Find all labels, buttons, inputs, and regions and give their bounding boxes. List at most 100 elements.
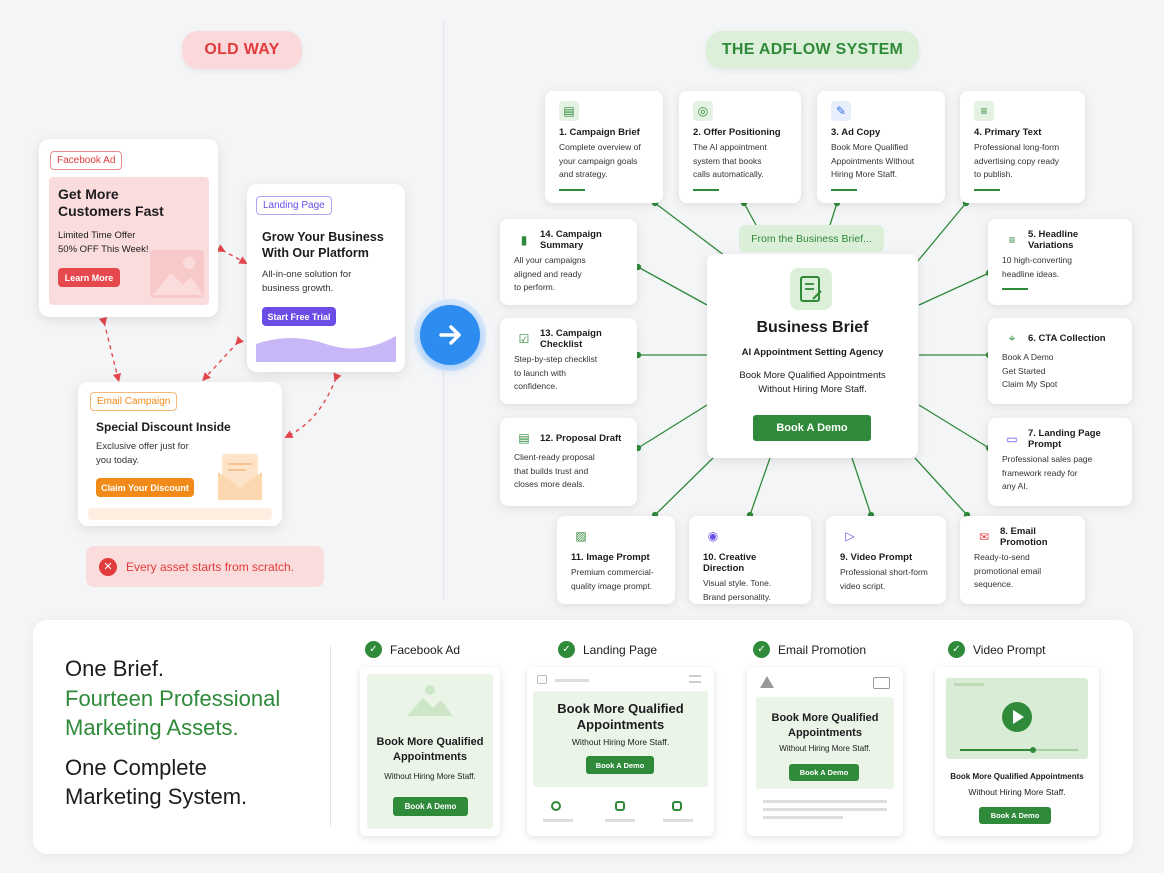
node-campaign-summary[interactable]: ▮14. Campaign Summary All your campaigns… — [500, 219, 637, 305]
node-title: 6. CTA Collection — [1028, 332, 1106, 344]
node-primary-text[interactable]: ≡ 4. Primary Text Professional long-form… — [960, 91, 1085, 203]
warning-banner: ✕ Every asset starts from scratch. — [86, 546, 324, 587]
preview-demo-button[interactable]: Book A Demo — [586, 756, 654, 774]
node-title: 11. Image Prompt — [571, 552, 650, 563]
preview-label-text: Email Promotion — [778, 642, 867, 657]
preview-subtext: Without Hiring More Staff. — [571, 737, 670, 747]
node-line: Book More Qualified — [831, 142, 909, 152]
landing-page-headline-2: With Our Platform — [262, 246, 369, 260]
node-campaign-brief[interactable]: ▤ 1. Campaign Brief Complete overview of… — [545, 91, 663, 203]
preview-demo-button[interactable]: Book A Demo — [789, 764, 859, 781]
preview-facebook-ad[interactable]: Book More Qualified Appointments Without… — [360, 667, 500, 836]
node-line: system that books — [693, 155, 762, 166]
preview-label-landing: ✓ Landing Page — [558, 641, 657, 658]
old-way-pill: OLD WAY — [182, 31, 302, 69]
node-title: 13. Campaign Checklist — [540, 328, 602, 350]
preview-email-promotion[interactable]: Book More Qualified Appointments Without… — [747, 667, 903, 836]
preview-demo-button[interactable]: Book A Demo — [979, 807, 1051, 824]
email-campaign-desc-2: you today. — [96, 455, 140, 466]
tagline-line-1: One Brief. — [65, 656, 165, 681]
book-demo-button[interactable]: Book A Demo — [753, 415, 871, 441]
email-footer-band — [88, 508, 272, 520]
node-line: and strategy. — [559, 169, 608, 179]
node-accent-bar — [1002, 288, 1028, 290]
node-headline-variations[interactable]: ≡5. Headline Variations 10 high-converti… — [988, 219, 1132, 305]
landing-page-wave — [256, 336, 396, 362]
node-image-prompt[interactable]: ▨ 11. Image Prompt Premium commercial-qu… — [557, 516, 675, 604]
image-placeholder-icon — [407, 685, 453, 716]
palette-icon: ◉ — [707, 529, 719, 543]
preview-label-text: Video Prompt — [973, 642, 1046, 657]
node-line: calls automatically. — [693, 169, 764, 179]
check-icon: ✓ — [948, 641, 965, 658]
node-accent-bar — [693, 188, 719, 191]
node-line: confidence. — [514, 381, 558, 391]
node-offer-positioning[interactable]: ◎ 2. Offer Positioning The AI appointmen… — [679, 91, 801, 203]
node-line: that builds trust and — [514, 465, 589, 476]
preview-video-prompt[interactable]: Book More Qualified Appointments Without… — [935, 667, 1099, 836]
bar-chart-icon: ▮ — [520, 233, 528, 247]
check-icon: ✓ — [365, 641, 382, 658]
node-line: Appointments Without — [831, 155, 915, 166]
tagline-line-3: Marketing Assets. — [65, 715, 239, 740]
claim-discount-button[interactable]: Claim Your Discount — [96, 478, 194, 497]
node-line: Professional sales page — [1002, 454, 1093, 464]
node-line: Book A Demo — [1002, 352, 1054, 362]
node-line: Professional short-form — [840, 567, 928, 577]
feature-icon — [551, 801, 561, 811]
node-line: Visual style. Tone. — [703, 578, 772, 588]
preview-label-email: ✓ Email Promotion — [753, 641, 866, 658]
play-icon[interactable] — [1002, 702, 1032, 732]
node-title: 7. Landing Page Prompt — [1028, 428, 1101, 450]
arrow-lp-email-2 — [284, 372, 342, 438]
list-icon: ≡ — [1008, 233, 1016, 247]
start-free-trial-button[interactable]: Start Free Trial — [262, 307, 336, 326]
node-accent-bar — [974, 188, 1000, 191]
learn-more-button[interactable]: Learn More — [58, 268, 120, 287]
preview-label-text: Landing Page — [583, 642, 658, 657]
node-line: Client-ready proposal — [514, 452, 595, 462]
node-accent-bar — [559, 188, 585, 191]
node-line: framework ready for — [1002, 467, 1078, 478]
summary-panel: One Brief. Fourteen Professional Marketi… — [33, 620, 1133, 854]
tagline-line-5: Marketing System. — [65, 784, 248, 809]
node-proposal-draft[interactable]: ▤12. Proposal Draft Client-ready proposa… — [500, 418, 637, 506]
preview-subtext: Without Hiring More Staff. — [968, 787, 1066, 797]
node-video-prompt[interactable]: ▷ 9. Video Prompt Professional short-for… — [826, 516, 946, 604]
node-landing-page-prompt[interactable]: ▭7. Landing Page Prompt Professional sal… — [988, 418, 1132, 506]
business-brief-line-1: Book More Qualified Appointments — [739, 370, 886, 381]
logo-icon — [760, 676, 774, 688]
arrow-fb-email — [98, 316, 122, 383]
preview-demo-button[interactable]: Book A Demo — [393, 797, 468, 816]
email-campaign-card: Email Campaign Special Discount Inside E… — [78, 382, 282, 526]
transition-arrow-button[interactable] — [414, 299, 486, 371]
error-x-icon: ✕ — [99, 557, 117, 576]
node-line: All your campaigns — [514, 255, 586, 265]
preview-label-text: Facebook Ad — [390, 642, 461, 657]
play-icon: ▷ — [845, 529, 855, 543]
browser-image-icon — [537, 675, 547, 684]
node-line: Complete overview of — [559, 142, 641, 152]
node-title: 8. Email Promotion — [1000, 526, 1048, 548]
landing-page-desc-1: All-in-one solution for — [262, 269, 352, 280]
email-campaign-tag: Email Campaign — [90, 392, 178, 411]
node-line: video script. — [840, 580, 886, 591]
node-line: Brand personality. — [703, 591, 771, 602]
preview-label-facebook: ✓ Facebook Ad — [365, 641, 460, 658]
node-creative-direction[interactable]: ◉ 10. Creative Direction Visual style. T… — [689, 516, 811, 604]
check-icon: ✓ — [753, 641, 770, 658]
landing-page-card: Landing Page Grow Your Business With Our… — [247, 184, 405, 372]
cursor-icon: ⌖ — [1008, 330, 1016, 345]
arrow-right-icon — [420, 305, 480, 365]
image-icon: ▨ — [575, 529, 587, 543]
preview-subtext: Without Hiring More Staff. — [384, 772, 476, 781]
node-campaign-checklist[interactable]: ☑13. Campaign Checklist Step-by-step che… — [500, 318, 637, 404]
preview-landing-page[interactable]: Book More Qualified Appointments Without… — [527, 667, 714, 836]
feature-icon — [615, 801, 625, 811]
node-title: 9. Video Prompt — [840, 552, 913, 563]
node-line: 10 high-converting — [1002, 255, 1072, 265]
facebook-ad-offer-1: Limited Time Offer — [58, 230, 136, 241]
